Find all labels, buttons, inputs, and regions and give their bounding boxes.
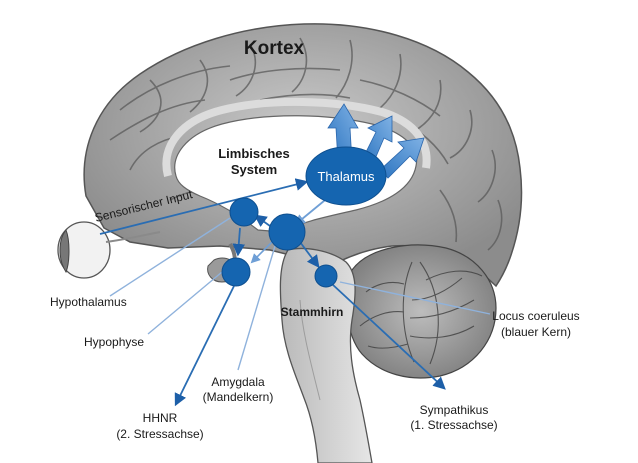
stammhirn-label: Stammhirn [281,305,344,319]
brainstem [279,247,373,463]
limbic-label-line1: Limbisches [218,146,290,161]
amygdala-hypothalamus-arrow [253,214,271,227]
eye-icon [57,221,161,279]
hhnr-arrow [174,285,235,407]
thalamus-node [305,146,387,206]
sensory-input-arrow [99,178,309,235]
hhnr-label-line2: (2. Stressachse) [116,427,203,441]
hypothalamus-hypophyse-arrow [232,227,246,257]
locus-label-line1: Locus coeruleus [492,309,579,323]
leader-lines [109,217,491,371]
cortex-label: Kortex [244,38,305,59]
amygdala-node [268,213,306,251]
brainstem-line [299,299,321,401]
corpus-callosum [162,97,431,178]
hypophyse-node [221,257,251,287]
cortex-gyri [109,37,503,251]
limbic-label-line2: System [231,162,277,177]
locus-label-line2: (blauer Kern) [501,325,571,339]
thalamus-label: Thalamus [317,169,375,184]
hypophyse-label: Hypophyse [84,335,144,349]
amygdala-hypophyse-arrow [250,239,275,264]
cerebellum [345,244,497,379]
hypothalamus-label: Hypothalamus [50,295,127,309]
sympathikus-label-line1: Sympathikus [420,403,489,417]
amygdala-locus-arrow [299,241,320,269]
sympathikus-arrow [331,283,446,390]
sympathikus-label-line2: (1. Stressachse) [410,418,497,432]
amygdala-label-line2: (Mandelkern) [203,390,274,404]
amygdala-label-line1: Amygdala [211,375,265,389]
hhnr-label-line1: HHNR [143,411,178,425]
hypothalamus-node [229,197,259,227]
locus-coeruleus-node [314,264,338,288]
